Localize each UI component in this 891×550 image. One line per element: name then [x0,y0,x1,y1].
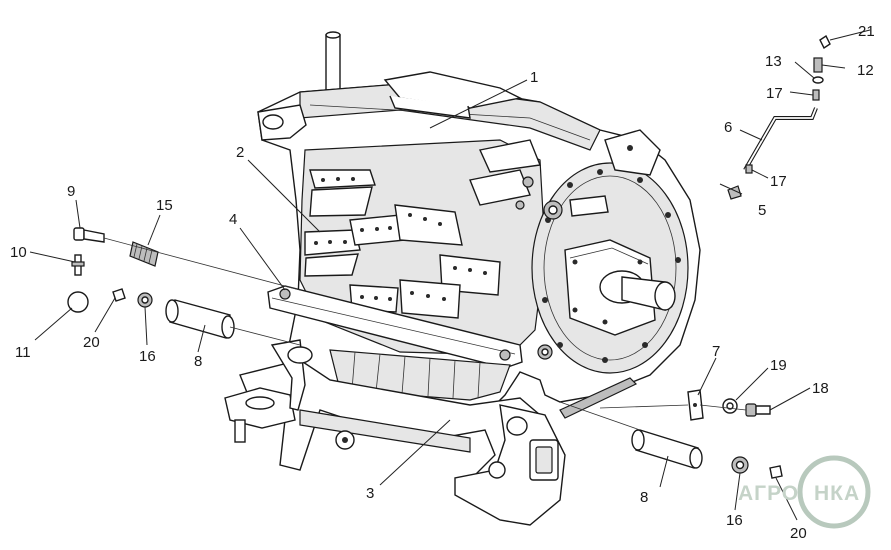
callout-15: 15 [156,197,173,214]
callout-17-bottom: 17 [770,173,787,190]
nut-16-left [137,292,153,308]
watermark-text-left: АГРО [738,482,799,505]
nipple-21 [819,34,831,50]
spring-15 [129,241,159,267]
callout-9: 9 [67,183,75,200]
deflector-strip [559,377,638,419]
pin-10 [71,254,85,276]
callout-labels: 1 2 3 4 5 6 7 8 8 9 10 11 12 13 15 16 16… [10,23,875,542]
hammer-plates [304,139,541,319]
nut-16-right [731,456,749,474]
washer-19 [722,398,738,414]
watermark-logo: АГРО НКА [738,455,871,529]
callout-10: 10 [10,244,27,261]
callout-3: 3 [366,485,374,502]
fitting-20-right [769,465,783,479]
bolt-18 [745,403,771,417]
callout-20-right: 20 [790,525,807,542]
callout-21: 21 [858,23,875,40]
ball-11 [67,291,89,313]
callout-8-right: 8 [640,489,648,506]
nipple-12 [813,57,823,73]
callout-4: 4 [229,211,237,228]
rotor-housing-assembly [224,31,701,526]
coupling-17-bottom [745,164,753,174]
watermark-text-right: НКА [814,482,860,505]
bolt-9 [73,227,105,243]
callout-11: 11 [15,344,31,361]
callout-13: 13 [765,53,782,70]
callout-1: 1 [530,69,538,86]
callout-16-right: 16 [726,512,743,529]
top-shaft [325,34,341,98]
cylinder-8-left [165,299,235,339]
top-shaft-cap [325,31,341,39]
washer-13 [812,76,824,84]
bracket-7 [687,389,704,421]
callout-7: 7 [712,343,720,360]
leader-lines [29,29,871,521]
cylinder-8-right [631,429,703,469]
callout-19: 19 [770,357,787,374]
callout-18: 18 [812,380,829,397]
callout-5: 5 [758,202,766,219]
callout-17-top: 17 [766,85,783,102]
callout-16-left: 16 [139,348,156,365]
callout-20-left: 20 [83,334,100,351]
right-lug [604,129,661,176]
callout-12: 12 [857,62,874,79]
callout-8-left: 8 [194,353,202,370]
callout-2: 2 [236,144,244,161]
left-ear-hole [262,114,284,130]
callout-6: 6 [724,119,732,136]
coupling-17-top [812,89,820,101]
